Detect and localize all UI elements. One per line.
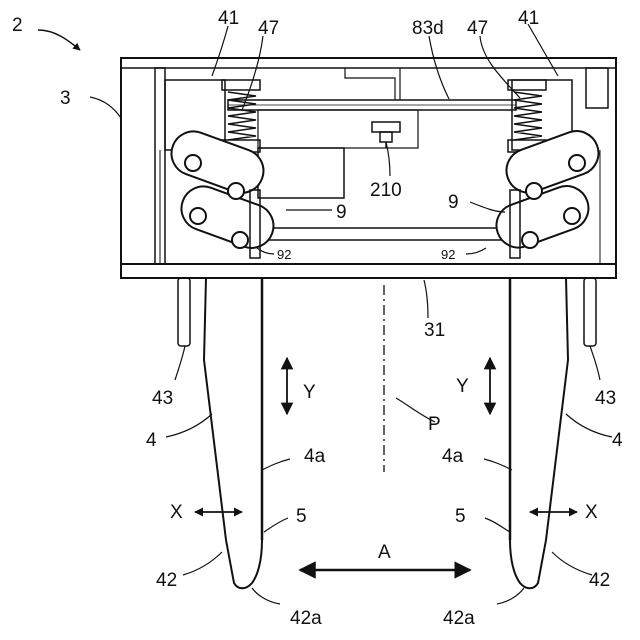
label-center-plane: P	[428, 414, 441, 435]
label-link-right: 9	[448, 192, 459, 213]
label-pad-right: 5	[455, 506, 466, 527]
device-ref-arrow	[38, 30, 80, 50]
label-rod: 83d	[412, 18, 444, 39]
label-pad-left: 5	[296, 506, 307, 527]
label-x-right: X	[585, 502, 598, 523]
label-tip-right: 42	[589, 570, 610, 591]
label-y-left: Y	[303, 382, 316, 403]
label-device: 2	[12, 15, 23, 36]
label-pin-right: 43	[595, 388, 616, 409]
label-inner-face-left: 4a	[304, 446, 326, 467]
label-link-left: 9	[336, 202, 347, 223]
label-finger-right: 4	[612, 430, 623, 451]
label-stopper-left: 92	[277, 247, 291, 262]
label-bottom-plate: 31	[424, 320, 445, 341]
label-y-right: Y	[456, 376, 469, 397]
label-stopper-right: 92	[441, 247, 455, 262]
label-spring-right: 47	[467, 18, 488, 39]
finger-left	[204, 278, 262, 588]
label-spring-left: 47	[258, 18, 279, 39]
label-sensor: 210	[370, 180, 402, 201]
label-direction-a: A	[378, 542, 391, 563]
motor-block	[258, 148, 344, 198]
label-guide-left: 41	[218, 8, 239, 29]
label-tip-left: 42	[156, 570, 177, 591]
pin-left	[178, 278, 190, 346]
label-housing: 3	[60, 88, 71, 109]
label-pin-left: 43	[152, 388, 173, 409]
pin-right	[584, 278, 596, 346]
inner-rail	[258, 228, 512, 240]
label-tip-end-right: 42a	[443, 608, 475, 629]
finger-right	[510, 278, 568, 588]
label-tip-end-left: 42a	[290, 608, 322, 629]
label-finger-left: 4	[146, 430, 157, 451]
label-inner-face-right: 4a	[442, 446, 464, 467]
label-x-left: X	[170, 502, 183, 523]
label-guide-right: 41	[518, 8, 539, 29]
link-left	[165, 125, 279, 258]
rod-83d	[228, 68, 516, 148]
